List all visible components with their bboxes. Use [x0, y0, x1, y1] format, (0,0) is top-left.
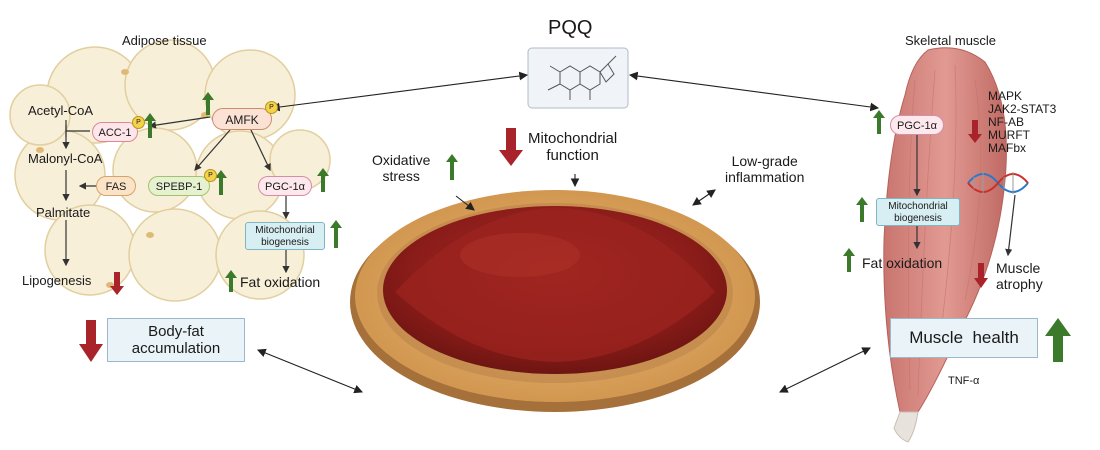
connection-arrows [256, 71, 880, 394]
down-arrow-signals [968, 120, 982, 143]
fas-enzyme: FAS [96, 176, 136, 196]
up-arrow-mito-adipose [330, 220, 342, 248]
down-arrow-lipogenesis [110, 272, 124, 295]
muscle-atrophy-label: Muscle atrophy [996, 260, 1043, 293]
ampk-enzyme: AMFK [212, 108, 272, 130]
signal-item: MAPK [988, 89, 1023, 103]
body-fat-box: Body-fat accumulation [107, 318, 245, 362]
pgc1a-adipose: PGC-1α [258, 176, 312, 196]
down-arrow-bodyfat [79, 320, 103, 362]
fat-oxidation-adipose-label: Fat oxidation [240, 274, 321, 290]
up-arrow-fatox-muscle [843, 248, 855, 272]
phospho-badge-acc1-label: P [136, 119, 141, 126]
signal-item: MURFT [988, 128, 1030, 142]
dna-helix-icon [967, 172, 1029, 194]
pqq-structure-box [527, 47, 629, 109]
adipose-tissue-title: Adipose tissue [122, 33, 207, 48]
signal-list: MAPK JAK2-STAT3 NF-AB MURFT MAFbx [988, 90, 1056, 155]
inflammation-label: Low-grade inflammation [725, 153, 805, 186]
mito-biogenesis-adipose: Mitochondrial biogenesis [245, 222, 325, 250]
lipogenesis-label: Lipogenesis [22, 273, 92, 288]
oxidative-stress-label: Oxidative stress [372, 152, 431, 185]
signal-item: MAFbx [988, 141, 1027, 155]
adipocyte-cells [9, 39, 331, 302]
fas-label: FAS [105, 181, 127, 193]
phospho-badge-ampk-label: P [269, 104, 274, 111]
down-arrows [79, 120, 988, 362]
srebp-label: SPEBP-1 [155, 181, 203, 193]
up-arrow-srebp [215, 170, 227, 195]
malonyl-coa-label: Malonyl-CoA [28, 151, 103, 166]
skeletal-muscle-title: Skeletal muscle [905, 33, 997, 48]
up-arrow-muscle-health [1045, 318, 1071, 362]
signal-item: JAK2-STAT3 [988, 102, 1057, 116]
up-arrow-ampk [202, 92, 214, 115]
up-arrow-pgc-adipose [317, 168, 329, 192]
phospho-badge-srebp: P [204, 169, 217, 182]
acc1-enzyme: ACC-1 [92, 122, 138, 142]
pgc1a-muscle: PGC-1α [890, 115, 944, 135]
up-arrow-pgc-muscle [873, 110, 885, 134]
mitochondrial-function-label: Mitochondrial function [528, 130, 618, 165]
up-arrow-oxidative [446, 154, 458, 180]
up-arrow-acc1 [144, 113, 156, 138]
pqq-title: PQQ [548, 17, 593, 39]
down-arrow-atrophy [974, 263, 988, 288]
phospho-badge-srebp-label: P [208, 172, 213, 179]
muscle-pathway-arrows [913, 135, 1016, 257]
acc1-label: ACC-1 [98, 127, 132, 139]
phospho-badge-ampk: P [265, 101, 278, 114]
srebp-enzyme: SPEBP-1 [148, 176, 210, 196]
up-arrow-mito-muscle [856, 197, 868, 222]
phospho-badge-acc1: P [132, 116, 145, 129]
tnf-alpha-label: TNF-α [948, 375, 980, 387]
pqq-powder-plate [350, 190, 760, 412]
mito-biogenesis-muscle: Mitochondrial biogenesis [876, 198, 960, 226]
acetyl-coa-label: Acetyl-CoA [28, 103, 94, 118]
acc1-inhibition-line [65, 125, 90, 137]
up-arrows [144, 92, 1071, 362]
up-arrow-fatox-adipose [225, 270, 237, 292]
pgc1a-muscle-label: PGC-1α [897, 120, 937, 132]
palmitate-label: Palmitate [36, 205, 91, 220]
signal-item: NF-AB [988, 115, 1024, 129]
down-arrow-mito-function [499, 128, 523, 166]
ampk-label: AMFK [225, 113, 259, 127]
pgc1a-adipose-label: PGC-1α [265, 181, 305, 193]
muscle-health-box: Muscle health [890, 318, 1038, 358]
fat-oxidation-muscle-label: Fat oxidation [862, 255, 943, 271]
